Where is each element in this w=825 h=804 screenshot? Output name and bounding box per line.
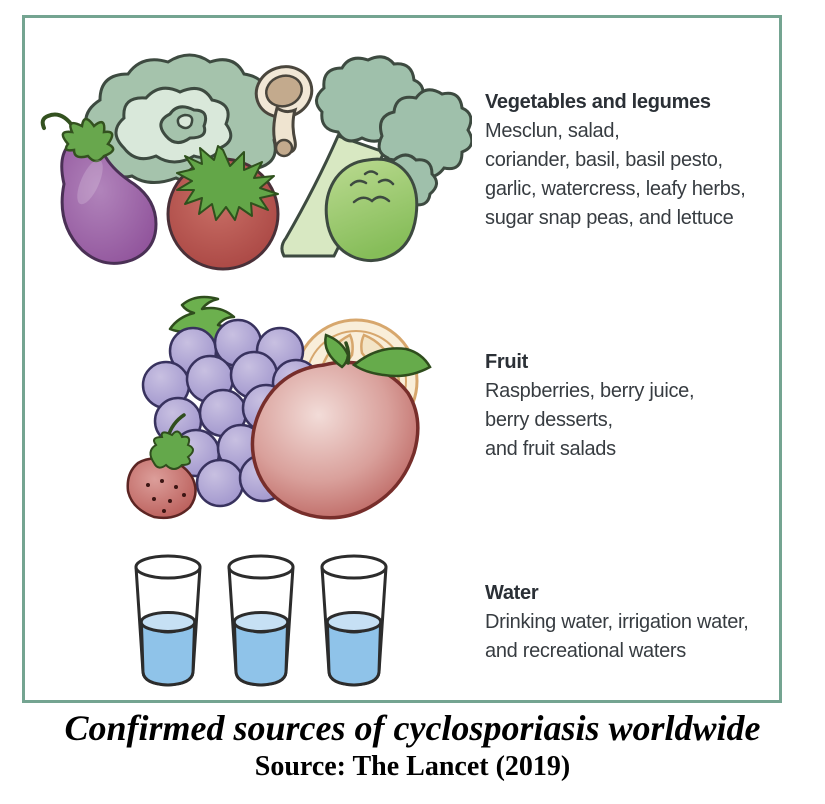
eggplant-icon (40, 112, 158, 265)
water-glass-icon (320, 554, 388, 687)
water-heading: Water (485, 582, 539, 604)
water-glass-icon (134, 554, 202, 687)
section-water: Water Drinking water, irrigation water, … (485, 579, 797, 666)
fruit-illustration (98, 293, 443, 523)
vegetables-illustration (38, 52, 472, 274)
water-glasses-illustration (133, 551, 391, 689)
vegetables-line-2: coriander, basil, basil pesto, (485, 149, 723, 171)
water-line-2: and recreational waters (485, 640, 686, 662)
vegetables-line-1: Mesclun, salad, (485, 120, 620, 142)
figure-box: Vegetables and legumes Mesclun, salad, c… (22, 15, 782, 703)
fruit-heading: Fruit (485, 351, 528, 373)
section-fruit: Fruit Raspberries, berry juice, berry de… (485, 348, 797, 464)
water-line-1: Drinking water, irrigation water, (485, 611, 749, 633)
vegetables-line-4: sugar snap peas, and lettuce (485, 207, 734, 229)
fruit-line-1: Raspberries, berry juice, (485, 380, 695, 402)
vegetables-line-3: garlic, watercress, leafy herbs, (485, 178, 746, 200)
large-strawberry-icon (250, 333, 432, 520)
figure-title: Confirmed sources of cyclosporiasis worl… (64, 708, 761, 748)
fruit-line-2: berry desserts, (485, 409, 613, 431)
tomato-icon (166, 145, 280, 271)
bell-pepper-icon (324, 157, 419, 263)
figure-source: Source: The Lancet (2019) (254, 751, 571, 782)
water-glass-icon (227, 554, 295, 687)
mushroom-icon (254, 65, 314, 158)
vegetables-heading: Vegetables and legumes (485, 91, 711, 113)
cabbage-icon (84, 53, 280, 185)
section-vegetables: Vegetables and legumes Mesclun, salad, c… (485, 88, 797, 233)
fruit-line-3: and fruit salads (485, 438, 616, 460)
small-strawberry-icon (126, 413, 197, 520)
